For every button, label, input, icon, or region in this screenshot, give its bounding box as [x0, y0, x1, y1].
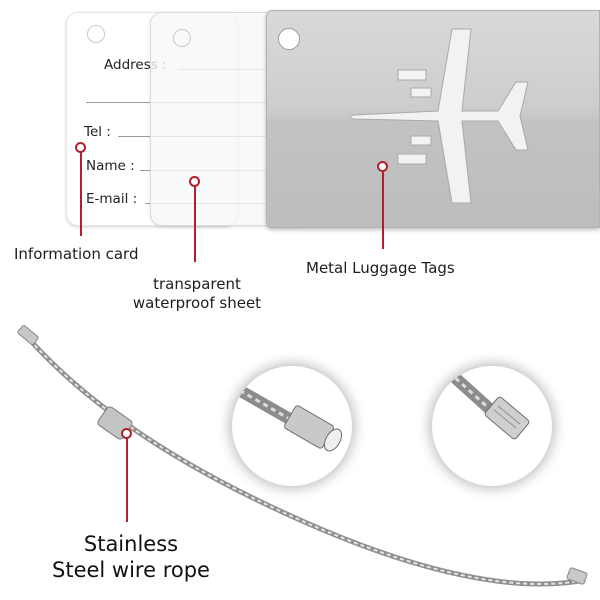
sheet-hole-icon — [173, 29, 191, 47]
screw-lock-closeup — [232, 366, 352, 486]
metal-luggage-tag — [266, 10, 600, 228]
screw-tip-closeup-icon — [437, 366, 530, 440]
wire-rope-leader — [126, 438, 128, 522]
transparent-sheet-caption: transparent waterproof sheet — [126, 275, 268, 313]
wire-rope-caption-line1: Stainless — [83, 532, 179, 556]
screw-tip-closeup — [432, 366, 552, 486]
tel-label: Tel : — [84, 124, 111, 140]
transparent-sheet-caption-line2: waterproof sheet — [132, 294, 262, 312]
transparent-sheet-caption-line1: transparent — [153, 275, 241, 293]
wire-end-cap-icon — [17, 325, 39, 345]
name-label: Name : — [86, 158, 135, 174]
metal-tag-leader — [382, 171, 384, 249]
information-card-caption: Information card — [14, 245, 139, 263]
wire-end-tip-icon — [566, 567, 588, 585]
metal-tag-caption: Metal Luggage Tags — [306, 259, 455, 277]
card-hole-icon — [87, 25, 105, 43]
transparent-sheet-leader — [194, 186, 196, 262]
tag-hole-icon — [278, 28, 300, 50]
email-label: E-mail : — [86, 191, 138, 207]
wire-rope-caption: Stainless Steel wire rope — [52, 531, 210, 583]
screw-lock-closeup-icon — [232, 380, 343, 452]
wire-rope-caption-line2: Steel wire rope — [52, 558, 210, 582]
airplane-cutout-icon — [349, 28, 529, 204]
information-card-leader — [80, 152, 82, 236]
